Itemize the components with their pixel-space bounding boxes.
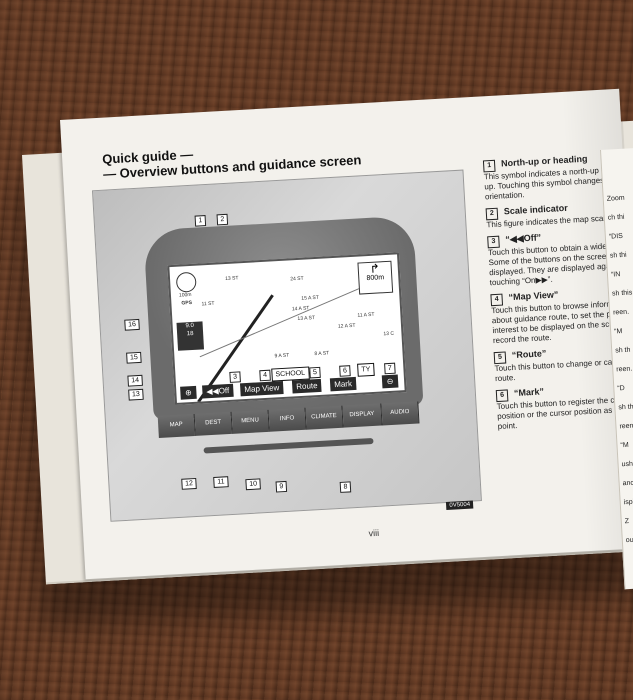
- info-value-2: 18: [186, 330, 194, 338]
- callout-8: 8: [339, 481, 352, 493]
- street-label: 11 ST: [201, 300, 215, 308]
- item-number: 3: [487, 235, 500, 249]
- ty-label: TY: [357, 362, 375, 377]
- callout-16: 16: [124, 318, 140, 331]
- item-title: “Map View”: [508, 289, 559, 303]
- street-label: 15 A ST: [301, 294, 320, 302]
- item-title: Scale indicator: [503, 202, 569, 217]
- zoom-in-button[interactable]: ⊕: [180, 385, 197, 400]
- item-number: 2: [485, 207, 499, 221]
- callout-15: 15: [126, 351, 142, 364]
- callout-6: 6: [339, 365, 351, 377]
- item-title: “Route”: [511, 348, 547, 361]
- sliver-line: sh th: [618, 403, 633, 412]
- scale-indicator: 100m: [178, 291, 192, 299]
- sliver-line: ush th: [621, 460, 633, 469]
- turn-arrow-icon: ↱: [369, 261, 381, 276]
- off-button-label: Off: [218, 385, 230, 396]
- hw-dest-button[interactable]: DEST: [194, 411, 233, 436]
- sliver-line: reen.: [612, 308, 630, 317]
- navigation-screen: 100m GPS 24 ST 15 A ST 14 A ST 13 A ST 1…: [167, 252, 407, 406]
- item-number: 4: [490, 293, 504, 307]
- turn-distance-box: ↱ 800m: [357, 260, 394, 295]
- sliver-line: reen: [619, 422, 633, 431]
- sliver-line: reen.: [616, 365, 633, 374]
- hw-audio-button[interactable]: AUDIO: [381, 401, 420, 426]
- item-number: 1: [482, 159, 496, 173]
- mark-button[interactable]: Mark: [329, 376, 357, 392]
- hw-map-button[interactable]: MAP: [157, 413, 196, 438]
- hw-display-button[interactable]: DISPLAY: [342, 403, 383, 428]
- street-label: 11 A ST: [357, 311, 375, 319]
- callout-13: 13: [128, 388, 144, 401]
- sliver-line: “IN: [610, 271, 621, 279]
- distance-value: 800: [366, 274, 379, 283]
- sliver-line: ancel: [622, 479, 633, 488]
- street-label: 13 ST: [224, 275, 239, 283]
- sliver-line: isplay: [623, 498, 633, 507]
- sliver-line: sh thi: [609, 251, 627, 260]
- item-title: “Mark”: [513, 386, 545, 399]
- callout-10: 10: [245, 478, 261, 491]
- callout-9: 9: [275, 480, 288, 493]
- street-label: 12 A ST: [337, 322, 356, 330]
- distance-unit: m: [378, 274, 385, 282]
- sliver-line: Zoom: [606, 194, 625, 203]
- page-number: viii: [368, 527, 380, 539]
- callout-11: 11: [213, 476, 229, 488]
- street-label: 8 A ST: [314, 350, 330, 358]
- sliver-line: “DIS: [608, 232, 624, 241]
- callout-3: 3: [229, 371, 241, 383]
- callout-14: 14: [127, 374, 143, 387]
- item-number: 6: [495, 389, 509, 403]
- sliver-line: ch thi: [607, 213, 625, 222]
- manual-page: Quick guide — — Overview buttons and gui…: [60, 88, 633, 580]
- hw-climate-button[interactable]: CLIMATE: [305, 405, 344, 430]
- sliver-line: Z: [624, 517, 630, 526]
- figure-code: 0V5004: [446, 500, 474, 511]
- info-panel: 9.0 18: [176, 321, 205, 351]
- route-button[interactable]: Route: [291, 378, 322, 394]
- navigation-figure: 1 2 16 15 14 13 100m GPS 24 ST 15 A ST 1…: [91, 169, 482, 522]
- street-label: 14 A ST: [291, 305, 310, 313]
- sliver-line: “M: [613, 328, 623, 336]
- page-title: Quick guide — — Overview buttons and gui…: [102, 137, 362, 182]
- callout-4: 4: [259, 369, 271, 382]
- callout-12: 12: [181, 477, 197, 490]
- gps-indicator: GPS: [181, 299, 193, 307]
- hw-info-button[interactable]: INFO: [268, 407, 307, 432]
- callout-7: 7: [384, 362, 396, 375]
- map-view-button[interactable]: Map View: [239, 380, 284, 397]
- side-road: [199, 285, 366, 358]
- street-label: 9 A ST: [274, 352, 290, 360]
- zoom-out-button[interactable]: ⊖: [381, 374, 399, 389]
- item-title: “◀◀Off”: [505, 232, 542, 245]
- north-up-icon[interactable]: [175, 271, 197, 293]
- street-label: 13 C: [383, 330, 395, 338]
- item-title: North-up or heading: [500, 153, 588, 169]
- off-button[interactable]: ◀◀Off: [202, 383, 234, 399]
- callout-1: 1: [194, 215, 207, 227]
- street-label: 24 ST: [290, 275, 304, 283]
- sliver-line: sh th: [615, 346, 631, 355]
- item-number: 5: [493, 351, 507, 365]
- sliver-line: ouch: [625, 536, 633, 545]
- sliver-line: “M: [620, 441, 629, 450]
- callout-2: 2: [216, 213, 229, 226]
- disc-slot: [203, 438, 374, 454]
- street-label: 13 A ST: [297, 315, 316, 323]
- off-arrow-icon: ◀◀: [206, 386, 219, 397]
- callout-5: 5: [309, 366, 321, 379]
- sliver-line: sh this: [611, 289, 633, 298]
- hw-menu-button[interactable]: MENU: [231, 409, 270, 434]
- sliver-line: “D: [617, 384, 625, 393]
